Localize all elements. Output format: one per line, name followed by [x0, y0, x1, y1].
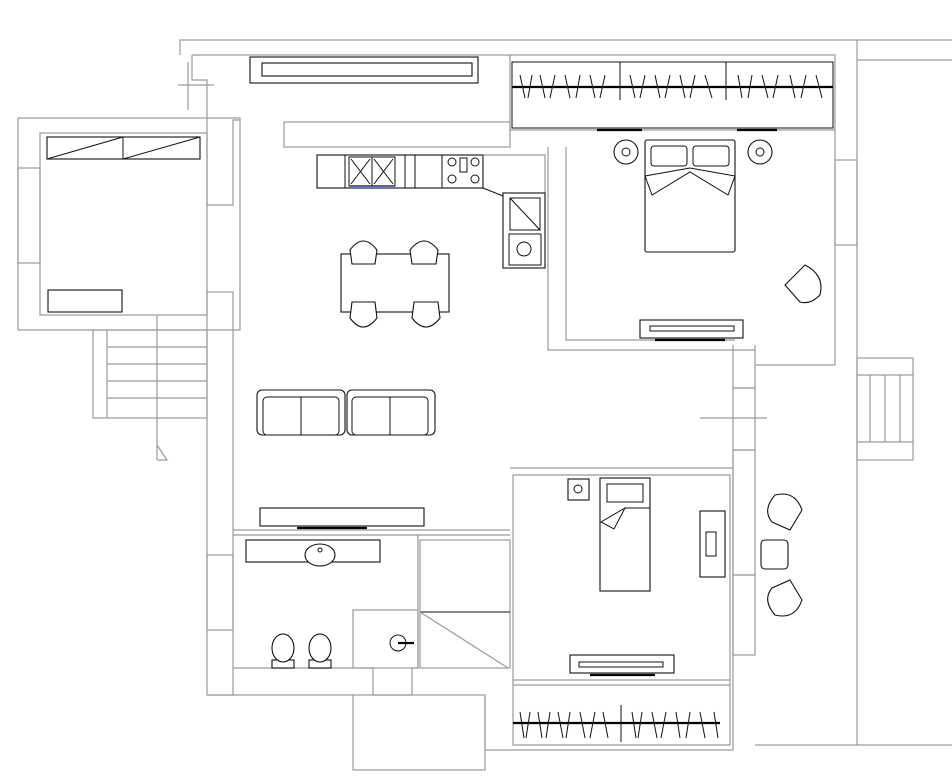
kitchen-counter — [316, 154, 546, 269]
desk-top-left-room — [47, 289, 123, 313]
bathroom-vanity — [245, 539, 381, 567]
armchair-icon — [767, 579, 803, 617]
nightstand-left — [613, 139, 639, 165]
sofa — [256, 389, 436, 436]
desk-bedroom-2 — [699, 510, 726, 578]
dining-table — [340, 240, 450, 328]
toilet-icon — [271, 633, 295, 669]
staircase-left — [92, 315, 208, 461]
bidet-icon — [308, 633, 332, 669]
washbasin-icon — [304, 543, 336, 567]
tv-stand-living — [259, 507, 425, 530]
chair-icon — [349, 301, 378, 328]
staircase-right — [857, 374, 913, 443]
side-table — [760, 539, 789, 570]
oven-icon — [509, 197, 541, 231]
chair-icon — [411, 301, 441, 328]
washer-icon — [516, 241, 532, 257]
wardrobe-top — [249, 56, 479, 84]
tv-unit-bedroom-1 — [639, 319, 744, 342]
tv-unit-bedroom-2 — [569, 654, 675, 677]
balcony-furniture — [760, 493, 803, 617]
closet-bedroom-1 — [511, 61, 834, 132]
armchair-icon — [767, 493, 803, 531]
walls — [17, 39, 952, 771]
nightstand-bedroom-2 — [567, 478, 590, 501]
chair-icon — [409, 240, 439, 265]
corridor — [419, 539, 511, 669]
single-bed — [599, 477, 651, 592]
chair-icon — [349, 240, 378, 265]
double-bed — [644, 139, 736, 253]
wardrobe-top-left-room — [46, 136, 201, 160]
armchair-bedroom-1 — [784, 264, 822, 304]
cooktop-icon — [447, 157, 480, 184]
closet-bedroom-2 — [513, 705, 720, 742]
shower — [352, 609, 419, 669]
nightstand-right — [747, 139, 773, 165]
